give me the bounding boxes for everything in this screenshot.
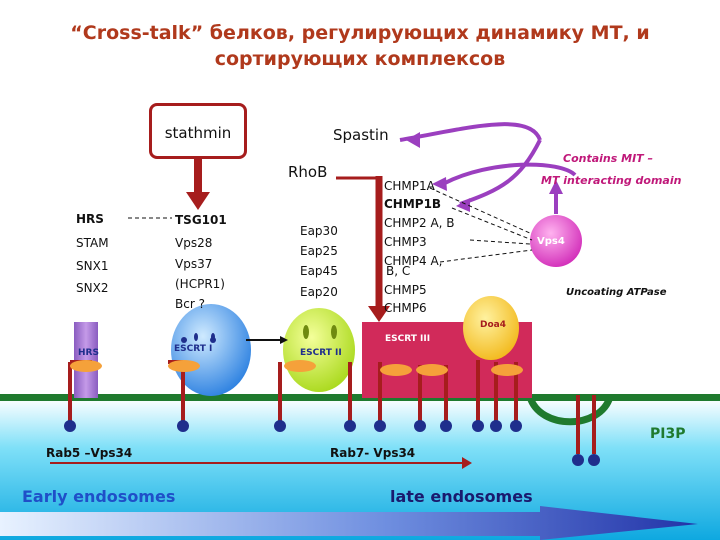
tsg-item: (HCPR1)	[175, 277, 225, 291]
tsg-item: Vps28	[175, 236, 213, 250]
escrt2-tag: ESCRT II	[300, 348, 342, 358]
eap-item: Eap20	[300, 285, 338, 299]
membrane	[0, 394, 720, 401]
hrs-item: SNX2	[76, 281, 109, 295]
pi3p-label: PI3P	[650, 426, 686, 442]
chmp-item: B, C	[386, 264, 411, 278]
stathmin-label: stathmin	[164, 124, 232, 142]
early-endosomes-label: Early endosomes	[22, 487, 176, 506]
vps4-tag: Vps4	[537, 236, 565, 247]
vps4-ball	[530, 215, 582, 267]
chmp-item: CHMP4 A,	[384, 254, 443, 268]
rab-early-label: Rab5 –Vps34	[46, 446, 133, 460]
vps4-curve-top	[444, 162, 577, 185]
escrt1-ball	[171, 304, 251, 396]
tsg-header: TSG101	[175, 213, 227, 227]
rhob-label: RhoB	[288, 163, 328, 181]
chmp-item: CHMP1A	[384, 179, 435, 193]
chmp-item: CHMP6	[384, 301, 427, 315]
slide-title: “Cross-talk” белков, регулирующих динами…	[70, 22, 650, 70]
escrt3-tag: ESCRT III	[385, 334, 431, 344]
small-dots	[181, 337, 216, 343]
spastin-chmp-curve	[459, 139, 542, 206]
tsg-item: Vps37	[175, 257, 213, 271]
rab-late-label: Rab7- Vps34	[330, 446, 416, 460]
uncoating-label: Uncoating ATPase	[566, 287, 667, 298]
eap-item: Eap25	[300, 244, 338, 258]
hrs-item: STAM	[76, 236, 109, 250]
chmp-item: CHMP1B	[384, 197, 442, 211]
ubiquitin-tags	[70, 360, 523, 376]
rab-arrowhead	[462, 457, 472, 469]
chmp-item: CHMP5	[384, 283, 427, 297]
spastin-label: Spastin	[333, 126, 389, 144]
chmp-item: CHMP3	[384, 235, 427, 249]
late-endosomes-label: late endosomes	[390, 487, 533, 506]
tsg-item: Bcr ?	[175, 297, 205, 311]
chmp-vps4-links	[429, 187, 533, 263]
hrs-item: SNX1	[76, 259, 109, 273]
mit-note-line2: MT interacting domain	[541, 174, 682, 187]
doa4-ball	[463, 296, 519, 360]
mit-note-line1: Contains MIT –	[563, 152, 653, 165]
eap-item: Eap45	[300, 264, 338, 278]
escrt1-tag: ESCRT I	[174, 344, 213, 354]
membrane-invagination	[526, 395, 614, 426]
eap-item: Eap30	[300, 224, 338, 238]
hrs-tag: HRS	[78, 348, 99, 358]
chmp-item: CHMP2 A, B	[384, 216, 455, 230]
hrs-header: HRS	[76, 212, 104, 226]
receptor-heads	[64, 420, 600, 466]
endosome-maturation-arrow	[0, 506, 698, 540]
stathmin-box	[149, 103, 247, 159]
doa4-tag: Doa4	[480, 320, 506, 330]
spastin-curve	[399, 122, 542, 142]
